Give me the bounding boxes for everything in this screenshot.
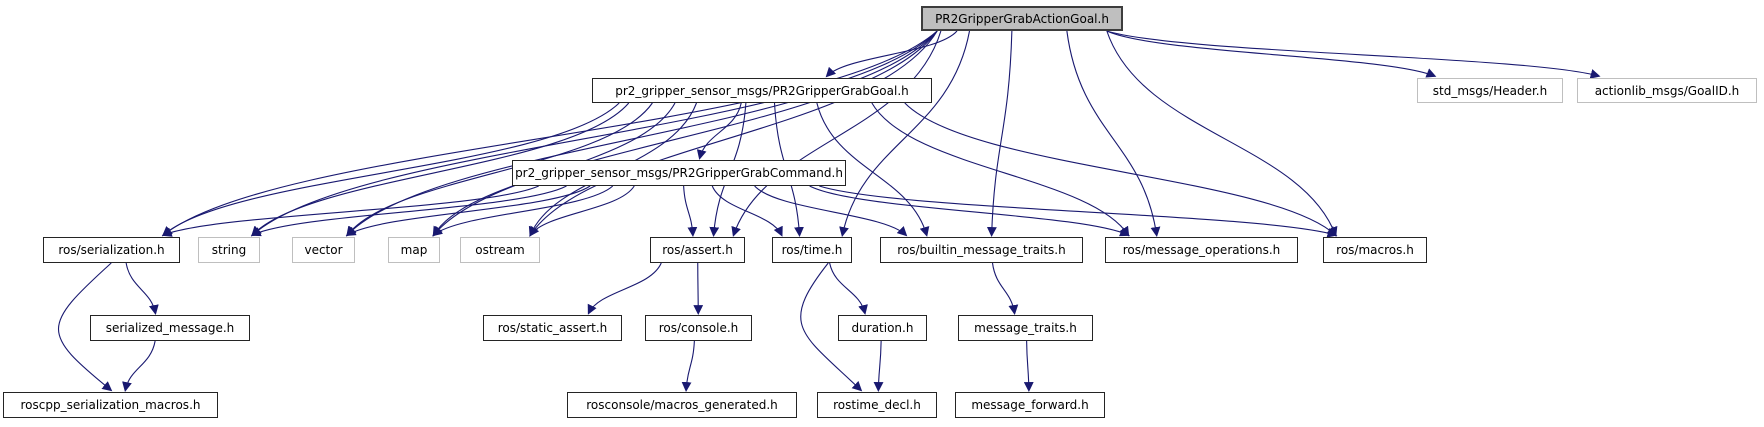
node-macros_generated[interactable]: rosconsole/macros_generated.h	[567, 392, 797, 418]
node-duration[interactable]: duration.h	[838, 315, 927, 341]
node-msgops[interactable]: ros/message_operations.h	[1105, 237, 1298, 263]
edge-root-builtin	[986, 30, 1013, 237]
edge-command-assert	[683, 185, 698, 237]
node-goal[interactable]: pr2_gripper_sensor_msgs/PR2GripperGrabGo…	[592, 78, 932, 103]
node-label-macros_generated: rosconsole/macros_generated.h	[586, 398, 778, 412]
node-label-goalid: actionlib_msgs/GoalID.h	[1594, 83, 1740, 98]
edge-message_traits-message_forward	[1023, 340, 1034, 392]
edge-root-goalid	[1106, 30, 1601, 79]
node-header: std_msgs/Header.h	[1417, 78, 1563, 103]
node-root: PR2GripperGrabActionGoal.h	[921, 6, 1123, 31]
edge-command-string	[250, 185, 567, 237]
node-label-console: ros/console.h	[658, 321, 739, 335]
edge-goal-builtin	[816, 102, 930, 237]
node-console[interactable]: ros/console.h	[645, 315, 752, 341]
node-label-vector: vector	[304, 243, 343, 257]
node-label-roscpp_macros: roscpp_serialization_macros.h	[20, 398, 201, 412]
node-label-static_assert: ros/static_assert.h	[497, 321, 608, 335]
node-label-serialized_message: serialized_message.h	[105, 321, 235, 335]
edge-command-time	[711, 185, 783, 237]
node-message_forward[interactable]: message_forward.h	[955, 392, 1105, 418]
node-assert[interactable]: ros/assert.h	[650, 237, 745, 263]
edge-goal-string	[251, 102, 630, 237]
node-macros[interactable]: ros/macros.h	[1323, 237, 1427, 263]
edge-command-ostream	[529, 185, 635, 237]
edge-command-builtin	[754, 185, 908, 237]
node-static_assert[interactable]: ros/static_assert.h	[483, 315, 622, 341]
edge-console-macros_generated	[681, 340, 695, 392]
edge-root-serialization	[162, 30, 938, 237]
node-label-command: pr2_gripper_sensor_msgs/PR2GripperGrabCo…	[515, 166, 843, 180]
node-label-macros: ros/macros.h	[1336, 243, 1414, 257]
node-label-message_forward: message_forward.h	[971, 398, 1089, 412]
edge-root-string	[251, 30, 938, 237]
edge-builtin-message_traits	[991, 262, 1019, 315]
edge-root-ostream	[529, 30, 938, 237]
edge-serialization-serialized_message	[125, 262, 159, 315]
node-roscpp_macros[interactable]: roscpp_serialization_macros.h	[3, 392, 218, 418]
node-label-root: PR2GripperGrabActionGoal.h	[935, 11, 1109, 26]
node-builtin[interactable]: ros/builtin_message_traits.h	[880, 237, 1083, 263]
node-label-assert: ros/assert.h	[662, 243, 733, 257]
node-serialization[interactable]: ros/serialization.h	[43, 237, 180, 263]
edge-goal-vector	[346, 102, 653, 237]
edge-root-macros	[1106, 30, 1338, 237]
edge-goal-msgops	[871, 102, 1130, 237]
edge-root-msgops	[1066, 30, 1161, 237]
edge-command-msgops	[809, 185, 1130, 237]
node-goalid: actionlib_msgs/GoalID.h	[1577, 78, 1757, 103]
node-label-rostime_decl: rostime_decl.h	[833, 398, 921, 412]
edge-assert-console	[693, 262, 704, 315]
node-label-builtin: ros/builtin_message_traits.h	[897, 243, 1066, 257]
node-label-ostream: ostream	[475, 243, 525, 257]
edge-root-map	[432, 30, 938, 237]
edge-duration-rostime_decl	[873, 340, 884, 392]
edge-command-macros	[819, 185, 1338, 238]
node-label-message_traits: message_traits.h	[974, 321, 1077, 335]
edge-root-header	[1106, 30, 1437, 78]
node-serialized_message[interactable]: serialized_message.h	[90, 315, 250, 341]
edge-goal-serialization	[162, 102, 620, 237]
node-label-string: string	[211, 243, 247, 257]
node-vector: vector	[292, 237, 355, 263]
edge-goal-command	[696, 102, 742, 160]
node-command[interactable]: pr2_gripper_sensor_msgs/PR2GripperGrabCo…	[512, 160, 846, 186]
edge-command-vector	[345, 185, 591, 237]
node-rostime_decl[interactable]: rostime_decl.h	[817, 392, 937, 418]
node-label-time: ros/time.h	[781, 243, 843, 257]
edge-command-serialization	[161, 185, 539, 237]
node-string: string	[198, 237, 260, 263]
node-label-duration: duration.h	[851, 321, 914, 335]
node-label-map: map	[400, 243, 428, 257]
edge-serialized_message-roscpp_macros	[122, 340, 156, 392]
edge-assert-static_assert	[587, 262, 662, 315]
node-label-goal: pr2_gripper_sensor_msgs/PR2GripperGrabGo…	[615, 83, 909, 98]
edge-time-rostime_decl	[800, 262, 863, 392]
edge-root-time	[839, 30, 971, 237]
edge-time-duration	[829, 262, 868, 315]
edge-root-goal	[825, 30, 958, 78]
node-ostream: ostream	[460, 237, 540, 263]
node-label-serialization: ros/serialization.h	[58, 243, 165, 257]
node-message_traits[interactable]: message_traits.h	[958, 315, 1093, 341]
edge-goal-macros	[904, 102, 1337, 237]
edge-command-map	[432, 185, 614, 237]
node-label-msgops: ros/message_operations.h	[1122, 243, 1281, 257]
node-time[interactable]: ros/time.h	[772, 237, 852, 263]
edge-serialization-roscpp_macros	[57, 262, 113, 392]
node-label-header: std_msgs/Header.h	[1432, 83, 1548, 98]
edge-root-assert	[731, 30, 942, 237]
node-map: map	[388, 237, 440, 263]
